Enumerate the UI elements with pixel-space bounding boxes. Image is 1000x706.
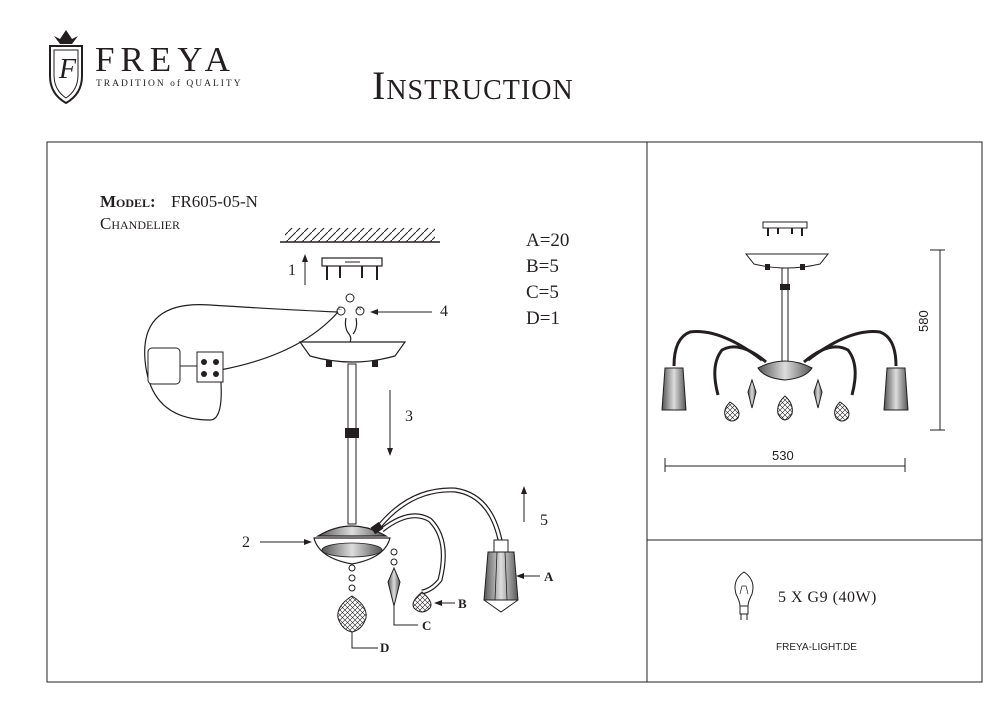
website-link[interactable]: FREYA-LIGHT.DE <box>776 642 857 653</box>
wiring-zoom-callout <box>144 304 339 421</box>
model-label: Model: <box>100 192 156 211</box>
step-1-label: 1 <box>288 262 296 279</box>
part-d-label: D <box>380 640 390 655</box>
crystal-ball-d <box>337 564 378 649</box>
step-5-label: 5 <box>540 512 548 529</box>
page-title: Instruction <box>372 63 574 108</box>
wire-marker-l: L <box>338 306 342 312</box>
crystal-shade-a <box>483 539 519 613</box>
step-4-label: 4 <box>440 303 448 320</box>
part-count-b: B=5 <box>526 256 559 277</box>
chandelier-body <box>313 525 391 565</box>
light-bulb-icon <box>734 571 754 620</box>
wiring <box>336 293 365 343</box>
ceiling-hatch <box>280 228 440 243</box>
product-type: Chandelier <box>100 214 180 233</box>
step-3-label: 3 <box>405 408 413 425</box>
brand-tagline: TRADITION of QUALITY <box>96 79 243 89</box>
height-dimension <box>930 249 945 431</box>
brand-monogram: F <box>59 54 77 85</box>
part-count-d: D=1 <box>526 308 560 329</box>
part-count-a: A=20 <box>526 230 570 251</box>
model-number: FR605-05-N <box>171 192 258 211</box>
chandelier-stem <box>345 363 359 525</box>
width-dimension <box>664 458 906 472</box>
brand-name: FREYA <box>95 40 236 79</box>
bulb-spec: 5 X G9 (40W) <box>778 589 877 606</box>
ceiling-canopy <box>298 341 407 367</box>
width-value: 530 <box>772 448 794 463</box>
mounting-bracket <box>321 257 383 280</box>
crystal-drop-b <box>412 591 432 613</box>
terminal-block-icon <box>147 347 224 385</box>
wire-marker-n: N <box>357 306 362 312</box>
outer-frame <box>46 141 983 683</box>
part-a-label: A <box>544 569 554 584</box>
part-count-c: C=5 <box>526 282 559 303</box>
crystal-pendant-c <box>387 548 418 626</box>
chandelier-arms <box>370 487 503 595</box>
brand-crest-icon <box>49 30 83 105</box>
part-b-label: B <box>458 596 467 611</box>
part-c-label: C <box>422 618 432 633</box>
overview-chandelier <box>661 221 909 422</box>
step-2-label: 2 <box>242 534 250 551</box>
height-value: 580 <box>916 310 931 332</box>
